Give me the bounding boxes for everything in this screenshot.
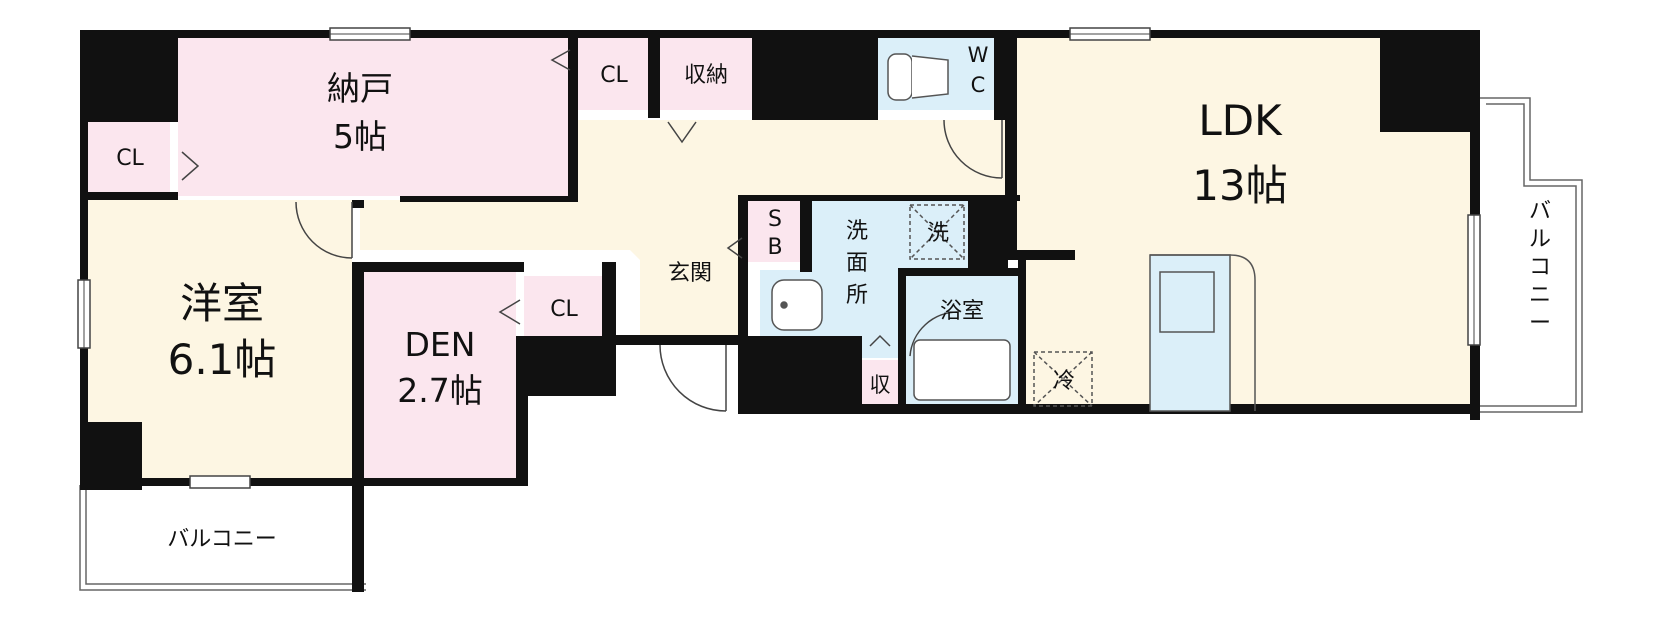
bath-label: 浴室 (940, 299, 984, 324)
wc-w-label: W (968, 43, 989, 67)
osamu-label: 収 (870, 373, 891, 397)
balcony-right-char: バ (1529, 199, 1551, 224)
cl-den-label: CL (550, 297, 578, 322)
balcony-right-char: ー (1529, 311, 1551, 336)
balcony-right-char: ル (1529, 227, 1551, 252)
cl-den-floor (524, 276, 602, 336)
den-floor (364, 272, 516, 478)
balcony-right-char: コ (1529, 255, 1551, 280)
cl-top-floor (578, 38, 648, 110)
nando-floor (178, 38, 568, 196)
cl-left-floor (88, 122, 170, 192)
balcony-bottom-label: バルコニー (167, 527, 277, 552)
washer-label: 洗 (927, 221, 949, 246)
nando-size-label: 5帖 (333, 117, 387, 156)
ldk-size-label: 13帖 (1192, 161, 1287, 210)
yoshitsu-floor (88, 200, 352, 478)
sb-b-label: B (767, 235, 782, 260)
balcony-right-char: ニ (1529, 283, 1551, 308)
balcony-bottom (79, 485, 366, 591)
den-size-label: 2.7帖 (397, 371, 482, 410)
shuno-floor (660, 38, 752, 110)
balcony-right (1480, 97, 1583, 413)
cl-left-label: CL (116, 146, 144, 171)
ldk-floor (1005, 38, 1470, 412)
wc-c-label: C (971, 73, 986, 97)
genkan-floor (628, 195, 738, 335)
ldk-name-label: LDK (1198, 96, 1283, 145)
balcony-right-label: バ ル コ ニ ー (1529, 199, 1551, 336)
den-name-label: DEN (405, 325, 476, 364)
yoshitsu-size-label: 6.1帖 (168, 335, 277, 384)
windows (77, 27, 1481, 489)
senmen-label-2: 面 (846, 251, 868, 276)
sb-s-label: S (768, 207, 782, 232)
shuno-label: 収納 (684, 63, 728, 88)
fridge-label: 冷 (1053, 369, 1075, 394)
osamu-floor (860, 360, 900, 404)
doors (181, 49, 1003, 412)
yoshitsu-name-label: 洋室 (180, 279, 264, 328)
senmen-label-1: 洗 (846, 219, 868, 244)
hallway-floor (360, 120, 1005, 250)
cl-top-label: CL (600, 63, 628, 88)
nando-name-label: 納戸 (327, 69, 393, 108)
genkan-label: 玄関 (668, 261, 712, 286)
fixtures (771, 53, 1256, 412)
sb-floor (744, 200, 800, 262)
senmen-label-3: 所 (846, 283, 868, 308)
